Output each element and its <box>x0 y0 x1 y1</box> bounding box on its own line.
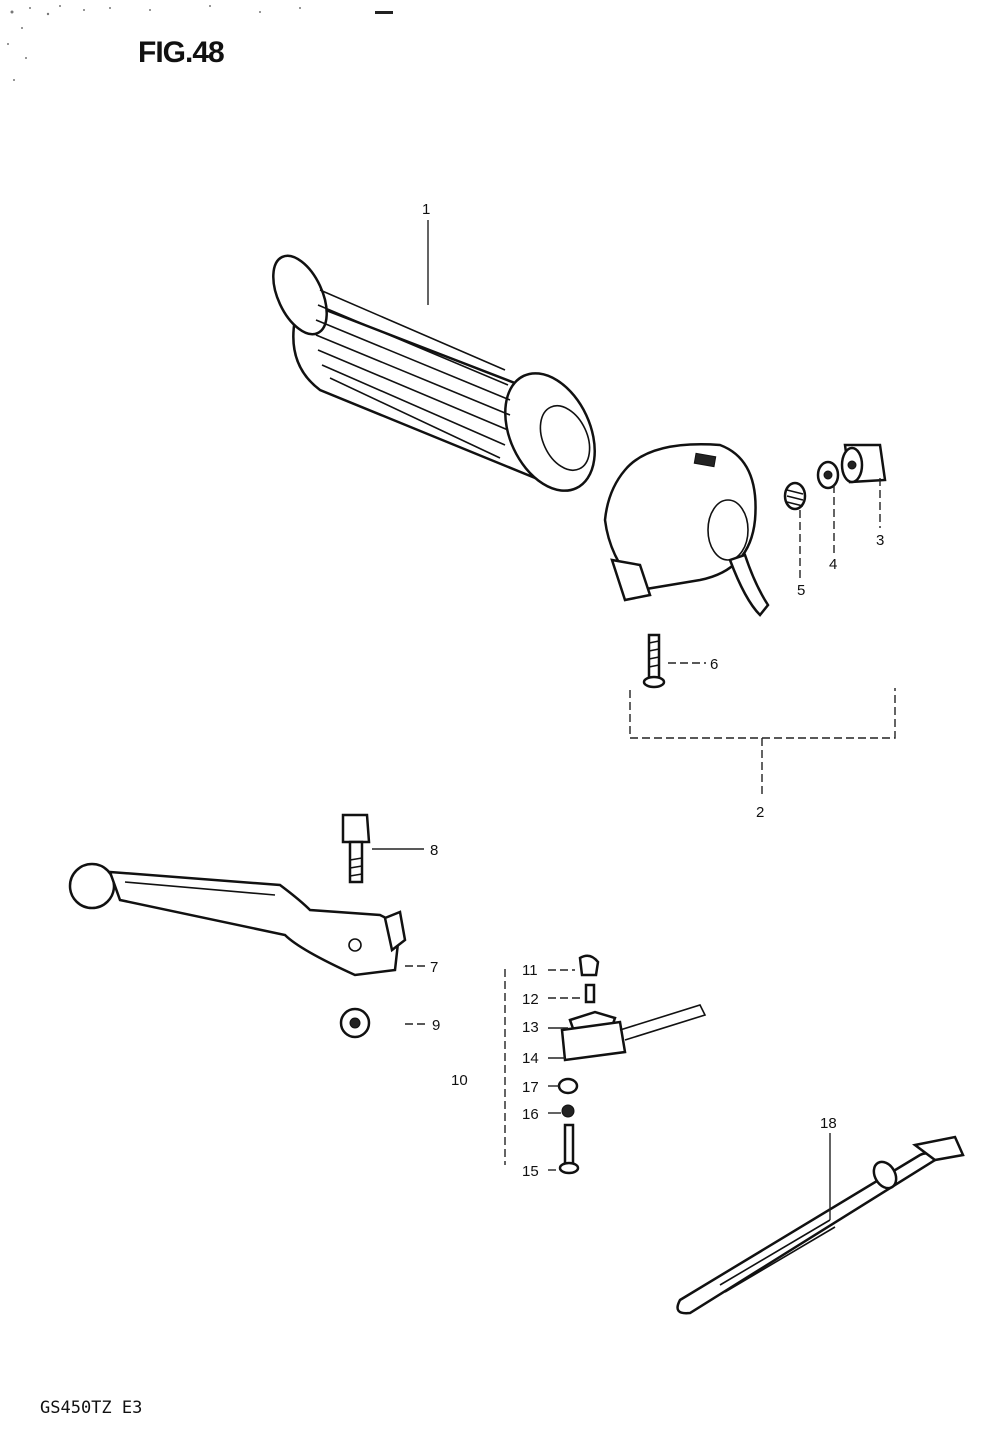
callout-5: 5 <box>797 582 805 599</box>
callout-14: 14 <box>522 1050 539 1067</box>
callout-1: 1 <box>422 201 430 218</box>
callout-8: 8 <box>430 842 438 859</box>
callout-11: 11 <box>522 962 538 979</box>
end-cap-part-3 <box>840 443 887 484</box>
callout-17: 17 <box>522 1079 539 1096</box>
leader-lines <box>372 220 896 1220</box>
figure-title: FIG.48 <box>138 36 225 69</box>
switch-housing-part-2 <box>603 443 770 617</box>
model-code: GS450TZ E3 <box>40 1398 143 1418</box>
scan-artifact <box>7 5 393 81</box>
lever-part-7 <box>68 862 407 977</box>
callout-4: 4 <box>829 556 837 573</box>
nut-part-4 <box>816 460 840 490</box>
callout-labels: 1 2 3 4 5 6 7 8 9 10 11 12 13 14 15 16 1… <box>422 201 884 1180</box>
callout-10: 10 <box>451 1072 468 1089</box>
stop-switch-part-10 <box>557 954 707 1175</box>
callout-7: 7 <box>430 959 438 976</box>
spring-part-5 <box>783 481 807 511</box>
callout-16: 16 <box>522 1106 539 1123</box>
callout-18: 18 <box>820 1115 837 1132</box>
callout-15: 15 <box>522 1163 539 1180</box>
callout-9: 9 <box>432 1017 440 1034</box>
nut-part-9 <box>339 1007 371 1039</box>
grip-part-1 <box>272 254 596 492</box>
callout-2: 2 <box>756 804 764 821</box>
callout-6: 6 <box>710 656 718 673</box>
screw-part-6 <box>642 633 666 689</box>
callout-12: 12 <box>522 991 539 1008</box>
callout-13: 13 <box>522 1019 539 1036</box>
callout-3: 3 <box>876 532 884 549</box>
tie-strap-part-18 <box>676 1135 965 1315</box>
bolt-part-8 <box>341 813 371 884</box>
